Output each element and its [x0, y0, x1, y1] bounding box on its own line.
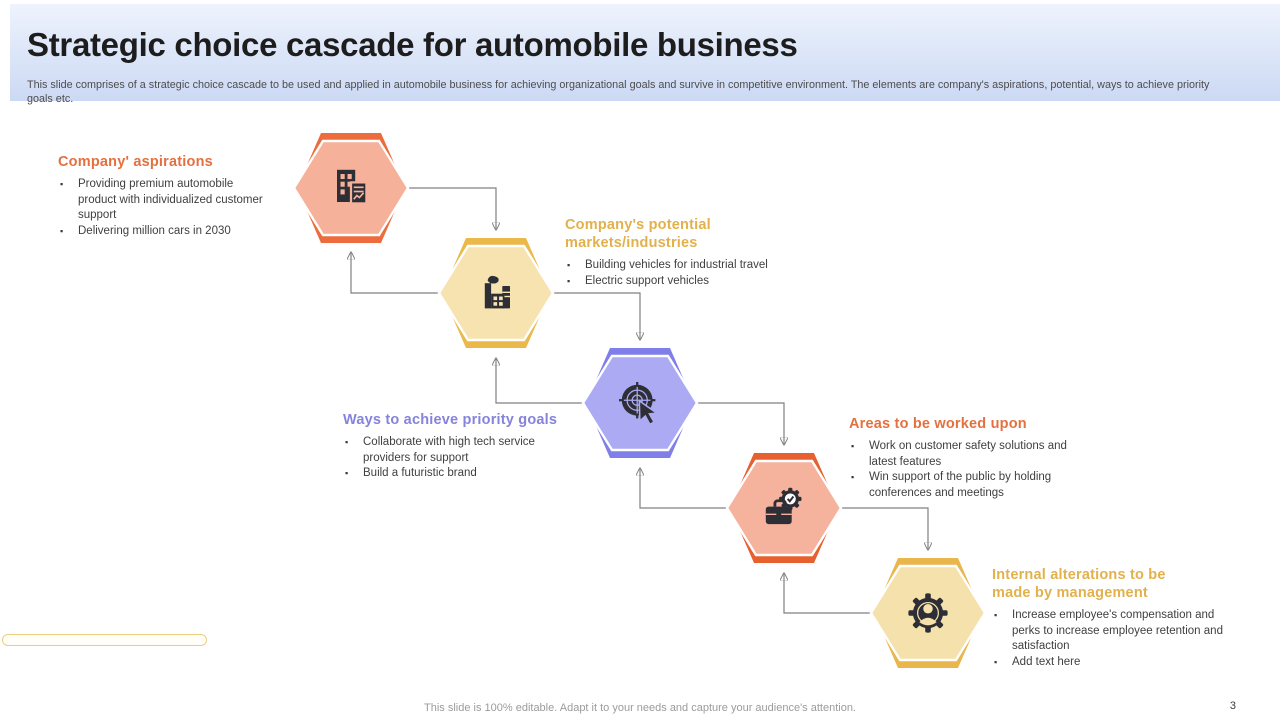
text-block-priority-goals: Ways to achieve priority goals Collabora… — [343, 411, 565, 482]
gear-person-icon — [908, 593, 948, 633]
bullet-text: Increase employee's compensation and per… — [1012, 609, 1223, 652]
list-item: Electric support vehicles — [565, 274, 803, 290]
list-item: Add text here — [992, 655, 1227, 671]
bullet-text: Collaborate with high tech service provi… — [363, 436, 535, 464]
decorative-pill — [2, 634, 207, 646]
bullet-text: Building vehicles for industrial travel — [585, 259, 768, 271]
text-block-internal-alterations: Internal alterations to be made by manag… — [992, 566, 1227, 670]
bullet-text: Build a futuristic brand — [363, 467, 477, 479]
footer-note: This slide is 100% editable. Adapt it to… — [424, 702, 856, 714]
text-block-company-aspirations: Company' aspirations Providing premium a… — [58, 153, 263, 239]
list-item: Collaborate with high tech service provi… — [343, 435, 565, 466]
bullet-text: Work on customer safety solutions and la… — [869, 440, 1067, 468]
toolbox-gear-check-icon — [765, 487, 802, 525]
hexagon-internal-alterations — [869, 552, 987, 674]
hexagon-potential-markets — [437, 232, 555, 354]
connector-arrow-3-to-4 — [696, 402, 784, 444]
hexagon-company-aspirations — [292, 127, 410, 249]
list-item: Increase employee's compensation and per… — [992, 608, 1227, 655]
slide-description: This slide comprises of a strategic choi… — [27, 79, 1210, 105]
page-title: Strategic choice cascade for automobile … — [27, 26, 798, 63]
list-item: Delivering million cars in 2030 — [58, 224, 263, 240]
bullet-list: Building vehicles for industrial travel … — [565, 258, 803, 289]
connector-arrow-2-to-3 — [553, 292, 640, 339]
bullet-list: Increase employee's compensation and per… — [992, 608, 1227, 670]
block-heading: Company' aspirations — [58, 154, 213, 170]
connector-arrow-2-to-1 — [351, 253, 440, 294]
bullet-list: Work on customer safety solutions and la… — [849, 439, 1084, 501]
list-item: Providing premium automobile product wit… — [58, 177, 263, 224]
block-heading: Areas to be worked upon — [849, 416, 1027, 432]
bullet-text: Add text here — [1012, 655, 1081, 668]
text-block-potential-markets: Company's potential markets/industries B… — [565, 216, 803, 289]
bullet-text: Win support of the public by holding con… — [869, 471, 1052, 499]
header-band — [10, 4, 1280, 101]
bullet-list: Providing premium automobile product wit… — [58, 177, 263, 239]
bullet-list: Collaborate with high tech service provi… — [343, 435, 565, 482]
hexagon-inner — [437, 244, 555, 342]
bullet-text: Electric support vehicles — [585, 274, 709, 287]
factory-icon — [484, 275, 510, 309]
hexagon-areas-worked-upon — [725, 447, 843, 569]
bullet-text: Delivering million cars in 2030 — [78, 224, 231, 237]
block-heading: Ways to achieve priority goals — [343, 412, 558, 428]
building-chart-icon — [337, 169, 368, 205]
connector-arrow-5-to-4 — [784, 574, 872, 614]
connector-arrow-4-to-3 — [640, 469, 728, 509]
list-item: Win support of the public by holding con… — [849, 470, 1084, 501]
target-cursor-icon — [618, 381, 659, 426]
list-item: Build a futuristic brand — [343, 466, 565, 482]
bullet-text: Providing premium automobile product wit… — [78, 178, 263, 221]
block-heading: Internal alterations to be made by manag… — [992, 567, 1166, 601]
text-block-areas-worked-upon: Areas to be worked upon Work on customer… — [849, 415, 1084, 501]
connector-arrow-1-to-2 — [407, 187, 496, 229]
list-item: Work on customer safety solutions and la… — [849, 439, 1084, 470]
list-item: Building vehicles for industrial travel — [565, 258, 803, 274]
connector-arrow-3-to-2 — [496, 359, 584, 404]
hexagon-priority-goals — [581, 342, 699, 464]
page-number: 3 — [1229, 700, 1236, 712]
block-heading: Company's potential markets/industries — [565, 217, 711, 251]
connector-arrow-4-to-5 — [840, 507, 928, 549]
